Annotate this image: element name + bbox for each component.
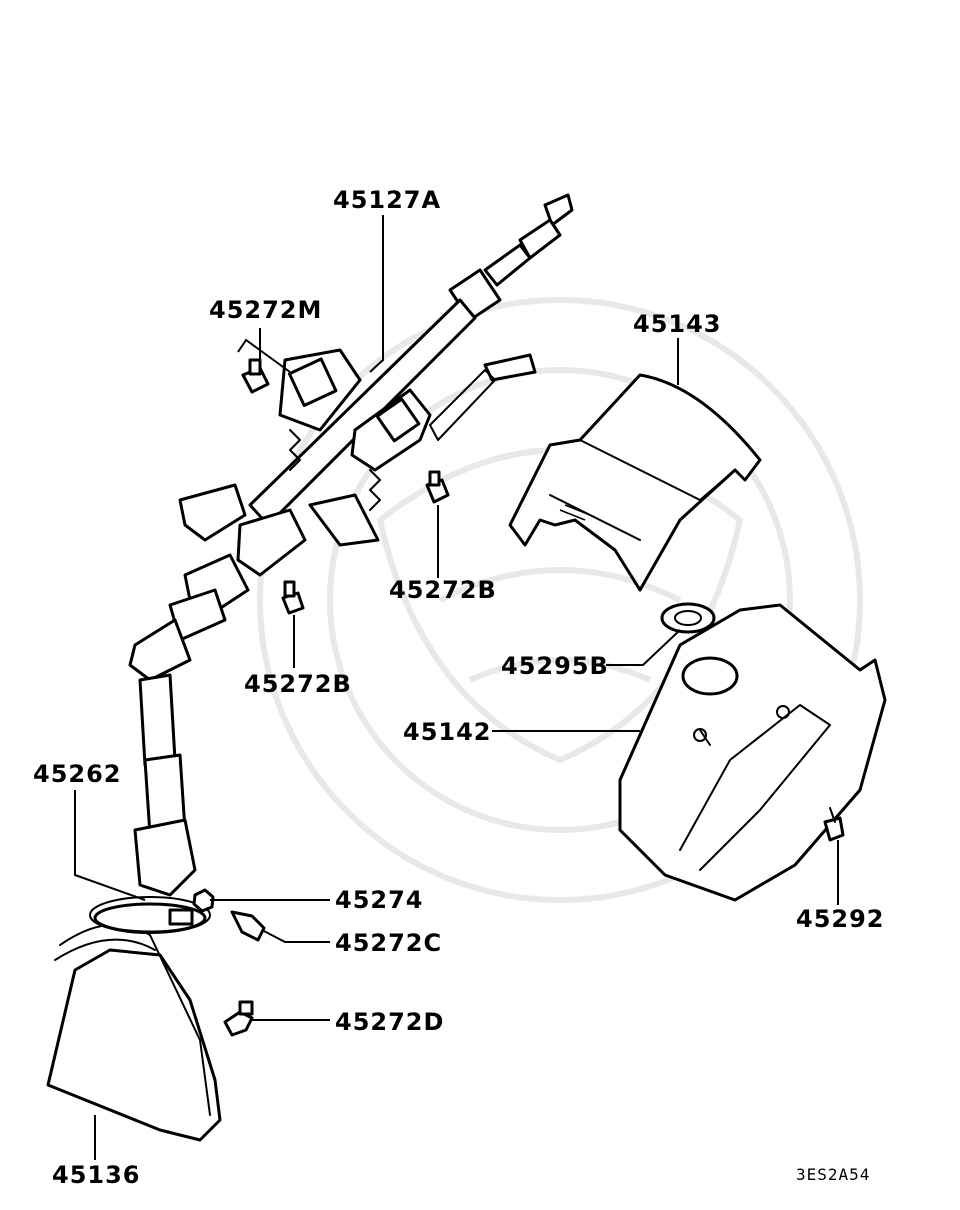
column-boot xyxy=(46,896,222,1142)
upper-column-cover xyxy=(508,373,762,592)
part-label-45262: 45262 xyxy=(33,760,122,788)
part-label-45272B-upper: 45272B xyxy=(389,576,497,604)
part-label-45143: 45143 xyxy=(633,310,722,338)
steering-column-shaft xyxy=(128,193,574,897)
part-label-45272D: 45272D xyxy=(335,1008,444,1036)
bolt-45272D xyxy=(223,1000,254,1037)
nut-45274 xyxy=(192,888,215,913)
bolt-45272B-upper xyxy=(425,470,450,504)
ring-45295B xyxy=(660,602,716,634)
part-label-45136: 45136 xyxy=(52,1161,141,1189)
bolt-45272C xyxy=(230,910,266,942)
part-label-45272B-lower: 45272B xyxy=(244,670,352,698)
diagram-code: 3ES2A54 xyxy=(796,1165,870,1184)
part-label-45274: 45274 xyxy=(335,886,424,914)
leader-lines xyxy=(74,215,839,1160)
part-label-45272M: 45272M xyxy=(209,296,322,324)
lower-column-cover xyxy=(618,603,887,902)
part-label-45295B: 45295B xyxy=(501,652,609,680)
bolt-45272M xyxy=(241,358,270,394)
part-label-45292: 45292 xyxy=(796,905,885,933)
part-label-45127A: 45127A xyxy=(333,186,441,214)
part-label-45272C: 45272C xyxy=(335,929,442,957)
screw-45292 xyxy=(823,807,845,842)
clamp-45262 xyxy=(93,902,207,934)
part-label-45142: 45142 xyxy=(403,718,492,746)
bolt-45272B-lower xyxy=(281,580,305,615)
